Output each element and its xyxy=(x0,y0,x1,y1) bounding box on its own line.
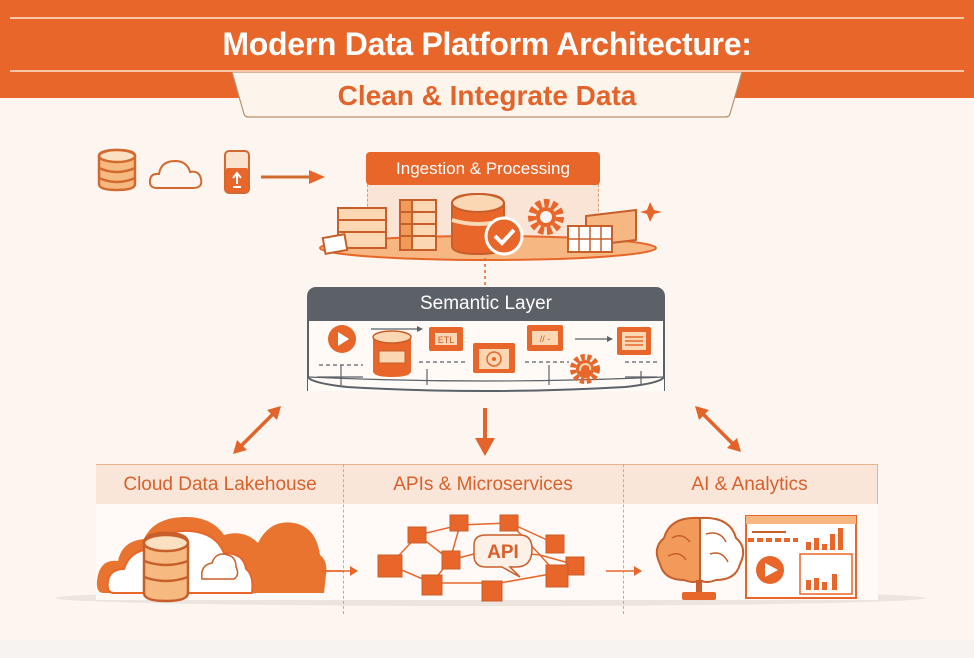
gear-refresh-icon xyxy=(570,354,600,384)
subtitle-tab: Clean & Integrate Data xyxy=(230,72,744,118)
flow-arrow-icon xyxy=(575,336,613,342)
grid-blocks-icon xyxy=(567,208,637,253)
double-arrow-right-icon xyxy=(695,406,741,452)
etl-card-text: ETL xyxy=(438,335,455,345)
upload-device-icon xyxy=(224,150,250,194)
api-network-icon: API xyxy=(377,514,585,602)
gear-icon xyxy=(528,199,564,235)
cloud-database-icon xyxy=(96,517,344,603)
destination-label-ai: AI & Analytics xyxy=(622,464,878,504)
edit-card-text: // - xyxy=(540,334,551,344)
header-divider-top xyxy=(10,17,964,19)
database-check-icon xyxy=(451,192,524,256)
storage-box-icon xyxy=(321,207,387,255)
page-title: Modern Data Platform Architecture: xyxy=(222,26,752,62)
sources-group xyxy=(97,148,325,194)
bar-chart-icon xyxy=(806,528,843,590)
cube-node xyxy=(377,514,585,602)
semantic-layer-title: Semantic Layer xyxy=(307,287,665,321)
column-divider xyxy=(623,464,624,614)
ingestion-label: Ingestion & Processing xyxy=(366,152,600,185)
server-rack-icon xyxy=(399,199,437,251)
api-badge: API xyxy=(487,542,519,563)
media-frame-icon xyxy=(473,343,515,373)
brain-dashboard-icon xyxy=(655,515,857,600)
destination-label-apis: APIs & Microservices xyxy=(344,464,622,504)
cloud-icon xyxy=(148,159,203,189)
arrow-right-icon xyxy=(261,170,325,184)
semantic-layer: Semantic Layer xyxy=(307,287,665,399)
document-card-icon xyxy=(617,327,651,355)
database-table-icon xyxy=(372,330,412,377)
arrow-right-icon xyxy=(322,566,358,576)
dashboard-window xyxy=(745,515,857,599)
brain-icon xyxy=(655,516,745,600)
semantic-flow: ETL // - xyxy=(307,321,665,392)
ingestion-connector xyxy=(484,258,486,288)
edit-card-icon: // - xyxy=(527,325,563,351)
database-icon xyxy=(142,531,190,603)
arrow-down-icon xyxy=(475,408,495,456)
sparkle-icon xyxy=(640,202,662,222)
connectors xyxy=(233,406,741,456)
subtitle: Clean & Integrate Data xyxy=(337,80,637,111)
column-divider xyxy=(343,464,344,614)
header-divider-bottom xyxy=(10,70,964,72)
destination-label-lakehouse: Cloud Data Lakehouse xyxy=(96,464,344,504)
ingestion-illustration xyxy=(319,192,662,261)
arrow-right-icon xyxy=(606,566,642,576)
database-icon xyxy=(97,148,137,192)
play-icon xyxy=(328,325,356,353)
double-arrow-left-icon xyxy=(233,406,281,454)
flow-arrow-icon xyxy=(371,326,423,332)
etl-card-icon: ETL xyxy=(429,327,463,351)
footer-strip xyxy=(0,640,974,658)
